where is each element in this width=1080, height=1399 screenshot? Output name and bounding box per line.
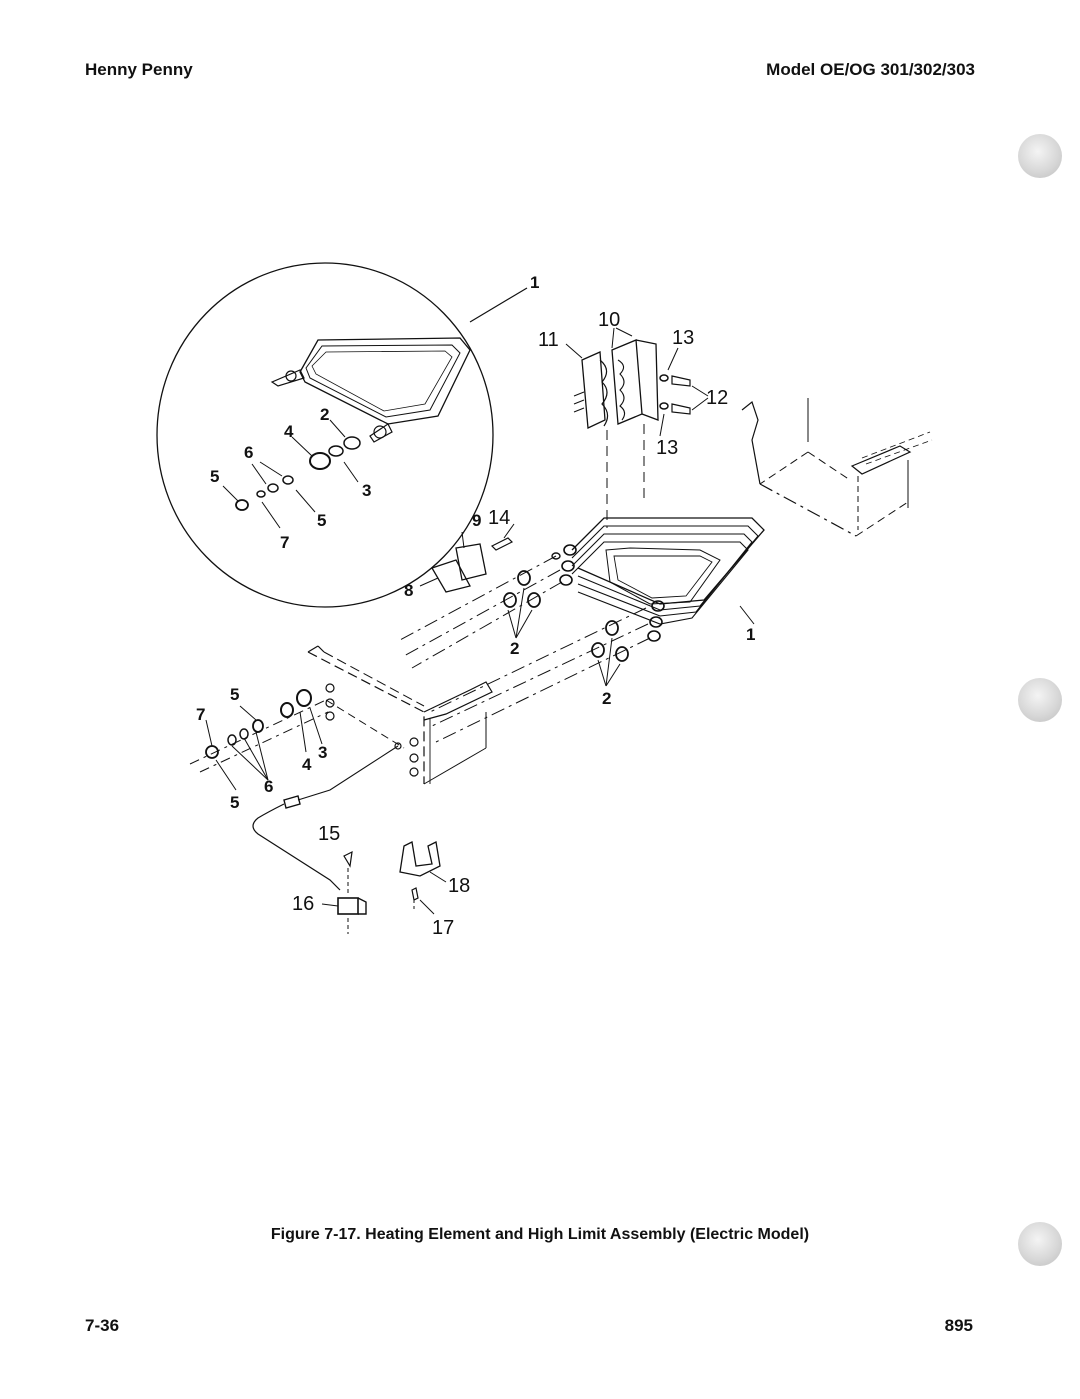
- frypot-wall: [307, 645, 493, 785]
- binder-hole-bottom: [1018, 1222, 1062, 1266]
- callout-10: 10: [598, 309, 620, 331]
- callout-11: 11: [538, 329, 559, 351]
- callout-2-left: 2: [510, 639, 519, 658]
- callout-18: 18: [448, 875, 470, 897]
- callout-4-detail: 4: [284, 422, 294, 441]
- alignment-lines: [399, 555, 651, 743]
- callout-16: 16: [292, 893, 314, 915]
- callout-5-detail-b: 5: [317, 511, 326, 530]
- element-clamp-brackets: [565, 327, 709, 528]
- callout-9: 9: [472, 511, 481, 530]
- callout-12: 12: [706, 387, 728, 409]
- callout-14: 14: [488, 507, 510, 529]
- callout-17: 17: [432, 917, 454, 939]
- callout-7-left: 7: [196, 705, 205, 724]
- document-code: 895: [944, 1316, 973, 1335]
- detail-view: [156, 262, 528, 608]
- callout-1-top: 1: [530, 273, 539, 292]
- page-number: 7-36: [85, 1316, 120, 1335]
- callout-3-left: 3: [318, 743, 327, 762]
- figure-caption: Figure 7-17. Heating Element and High Li…: [270, 1226, 810, 1243]
- heating-element: [551, 517, 765, 642]
- gasket-washers: [503, 570, 629, 687]
- callout-1-right: 1: [746, 625, 755, 644]
- header-model: Model OE/OG 301/302/303: [766, 60, 975, 79]
- callout-8: 8: [404, 581, 413, 600]
- binder-hole-middle: [1018, 678, 1062, 722]
- mounting-bracket: [419, 523, 515, 593]
- callout-6-detail: 6: [244, 443, 253, 462]
- callout-2-detail: 2: [320, 405, 329, 424]
- callout-13-top: 13: [672, 327, 694, 349]
- callout-5-left-b: 5: [230, 793, 239, 812]
- header-manufacturer: Henny Penny: [85, 60, 193, 79]
- callout-2-right: 2: [602, 689, 611, 708]
- left-hardware-chain: [189, 689, 329, 791]
- callout-3-detail: 3: [362, 481, 371, 500]
- callout-5-detail-a: 5: [210, 467, 219, 486]
- callout-6-left: 6: [264, 777, 273, 796]
- callout-7-detail: 7: [280, 533, 289, 552]
- callout-4-left: 4: [302, 755, 312, 774]
- probe-bracket: [399, 841, 447, 915]
- callout-13-bottom: 13: [656, 437, 678, 459]
- frypot-corner: [741, 398, 933, 537]
- binder-hole-top: [1018, 134, 1062, 178]
- callout-5-left-a: 5: [230, 685, 239, 704]
- high-limit-probe: [252, 745, 399, 934]
- callout-15: 15: [318, 823, 340, 845]
